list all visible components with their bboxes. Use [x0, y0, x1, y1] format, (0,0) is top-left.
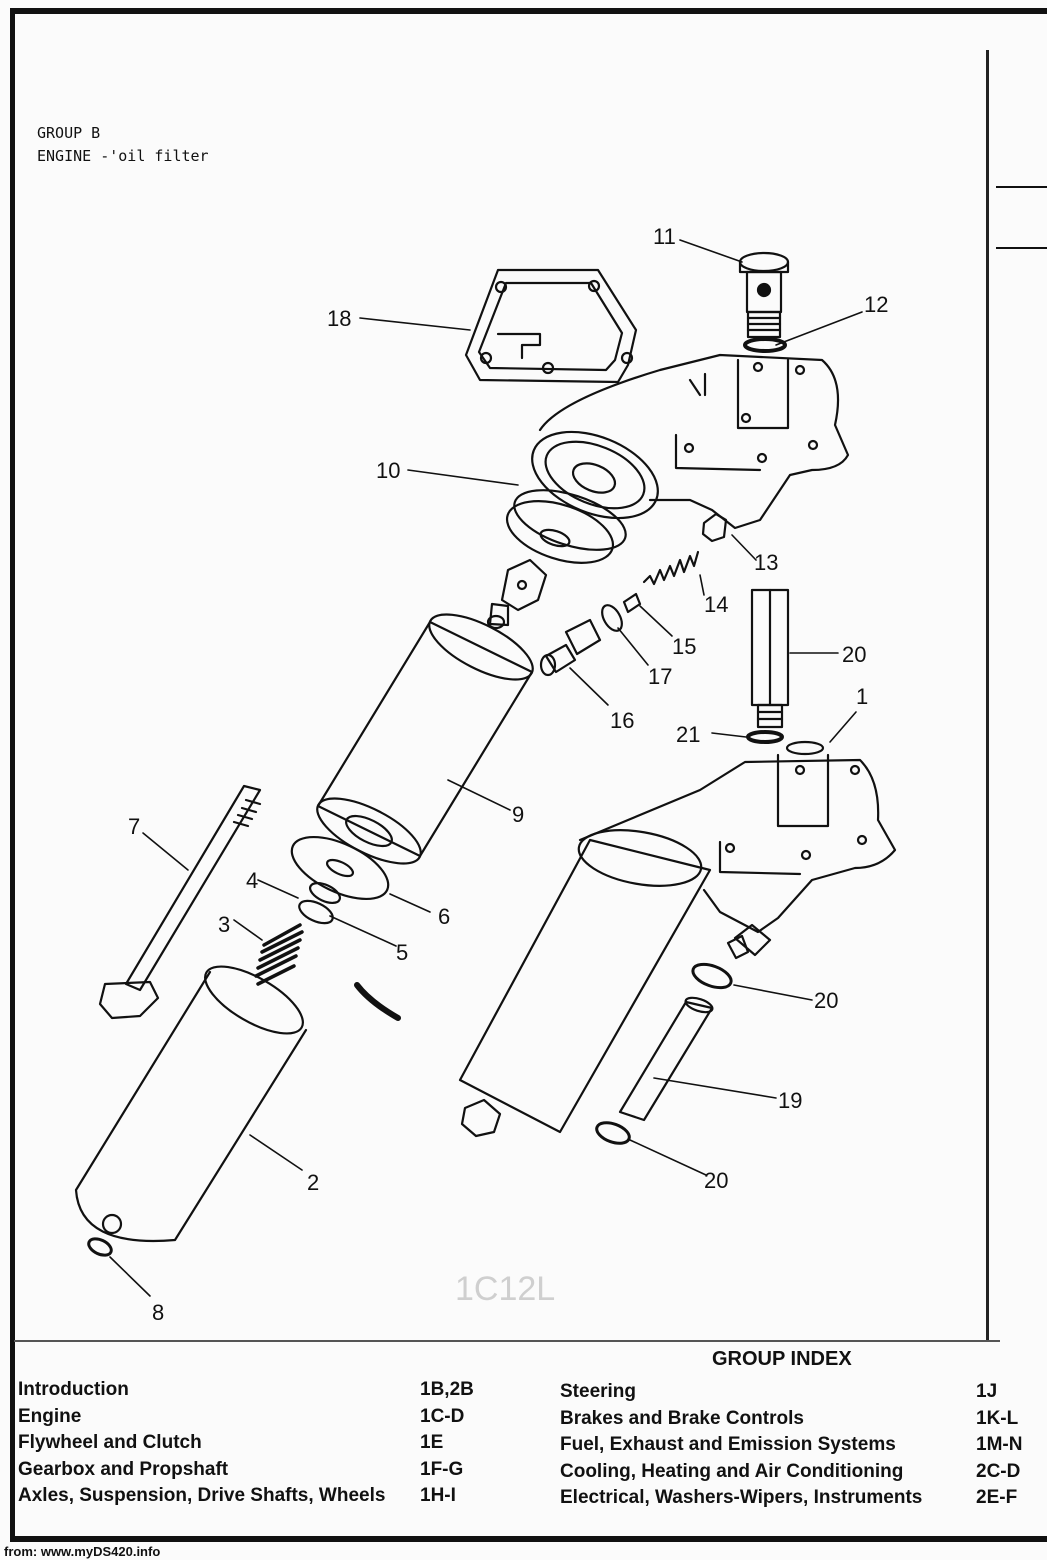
sealing-washer-part: [601, 604, 623, 632]
callout-number: 7: [128, 814, 140, 839]
index-code: 1J: [976, 1381, 998, 1402]
source-footer: from: www.myDS420.info: [4, 1544, 161, 1559]
page-border-bottom: [10, 1536, 1047, 1542]
relief-spring-part: [642, 550, 700, 586]
index-link-introduction[interactable]: Introduction: [18, 1379, 129, 1400]
callout-number: 20: [704, 1168, 728, 1193]
group-index-left-labels: Introduction Engine Flywheel and Clutch …: [18, 1377, 385, 1510]
index-code: 1M-N: [976, 1434, 1023, 1455]
pressure-plate-part: [290, 835, 390, 901]
index-code: 1K-L: [976, 1407, 1019, 1429]
callout-number: 20: [842, 642, 866, 667]
index-link-fuel-exhaust[interactable]: Fuel, Exhaust and Emission Systems: [560, 1434, 896, 1455]
group-index-right-labels: Steering Brakes and Brake Controls Fuel,…: [560, 1379, 922, 1512]
washer-part: [309, 881, 341, 905]
binding-rule: [986, 50, 989, 1340]
index-code: 1C-D: [420, 1405, 465, 1427]
callout-number: 15: [672, 634, 696, 659]
callout-number: 4: [246, 868, 258, 893]
callout-number: 1: [856, 684, 868, 709]
group-index-title: GROUP INDEX: [712, 1348, 852, 1370]
adaptor-part: [486, 558, 548, 630]
callout-number: 18: [327, 306, 351, 331]
callout-number: 8: [152, 1300, 164, 1325]
callout-number: 3: [218, 912, 230, 937]
callout-number: 16: [610, 708, 634, 733]
lower-filter-assembly: [458, 740, 897, 1138]
index-link-steering[interactable]: Steering: [560, 1381, 637, 1402]
section-label: ENGINE -'oil filter: [37, 147, 209, 165]
callout-number: 17: [648, 664, 672, 689]
banjo-bolt-part: [738, 251, 790, 339]
seal-ring-part: [505, 489, 627, 564]
centre-bolt-part: [98, 784, 262, 1020]
index-link-flywheel-clutch[interactable]: Flywheel and Clutch: [18, 1432, 202, 1453]
callout-number: 21: [676, 722, 700, 747]
index-code: 1H-I: [420, 1485, 456, 1506]
index-divider: [14, 1340, 1000, 1342]
index-link-cooling-heating[interactable]: Cooling, Heating and Air Conditioning: [560, 1460, 904, 1482]
callout-number: 11: [653, 224, 676, 249]
page-border-left: [10, 8, 15, 1538]
gasket-part: [464, 268, 638, 384]
spring-part: [254, 923, 304, 986]
page-border-top: [10, 8, 1047, 14]
pencil-annotation: 1C12L: [455, 1270, 555, 1308]
callout-number: 14: [704, 592, 728, 617]
oil-filter-exploded-diagram: 11 12 18 10 13 14 15 17 16 20 21 1 9 7 4…: [74, 224, 897, 1325]
page-heading: GROUP B ENGINE -'oil filter: [37, 122, 209, 168]
valve-plug-part: [701, 512, 728, 543]
callout-number: 13: [754, 550, 778, 575]
index-code: 2C-D: [976, 1460, 1021, 1482]
index-link-gearbox-propshaft[interactable]: Gearbox and Propshaft: [18, 1458, 229, 1480]
hose-clip-part: [691, 962, 733, 990]
callout-number: 12: [864, 292, 888, 317]
relief-valve-part: [622, 592, 642, 614]
callout-number: 20: [814, 988, 838, 1013]
callout-number: 9: [512, 802, 524, 827]
callout-number: 5: [396, 940, 408, 965]
index-code: 1F-G: [420, 1458, 464, 1480]
group-index-right-codes: 1J 1K-L 1M-N 2C-D 2E-F: [976, 1379, 1022, 1512]
washer-part: [743, 337, 787, 353]
washer-part: [298, 899, 334, 925]
index-code: 1B,2B: [420, 1379, 474, 1400]
callout-leaders: [109, 239, 863, 1297]
callout-number: 2: [307, 1170, 319, 1195]
callout-number: 10: [376, 458, 400, 483]
margin-tick: [996, 247, 1047, 249]
hose-part: [618, 996, 714, 1122]
index-code: 1E: [420, 1432, 444, 1453]
index-link-electrical[interactable]: Electrical, Washers-Wipers, Instruments: [560, 1487, 923, 1508]
group-index-left-codes: 1B,2B 1C-D 1E 1F-G 1H-I: [420, 1377, 474, 1510]
washer-part: [746, 730, 784, 744]
sealing-strip-part: [354, 982, 401, 1021]
hose-clip-part: [595, 1121, 631, 1145]
index-link-axles-suspension[interactable]: Axles, Suspension, Drive Shafts, Wheels: [18, 1485, 386, 1506]
canister-part: [74, 965, 308, 1242]
washer-part: [87, 1237, 113, 1257]
index-link-brakes[interactable]: Brakes and Brake Controls: [560, 1407, 804, 1429]
group-label: GROUP B: [37, 124, 101, 142]
index-code: 2E-F: [976, 1487, 1018, 1508]
filter-element-part: [316, 613, 534, 865]
extension-part: [750, 588, 790, 729]
margin-tick: [996, 186, 1047, 188]
index-link-engine[interactable]: Engine: [18, 1405, 82, 1427]
union-part: [539, 618, 602, 677]
callout-number: 6: [438, 904, 450, 929]
callout-number: 19: [778, 1088, 802, 1113]
